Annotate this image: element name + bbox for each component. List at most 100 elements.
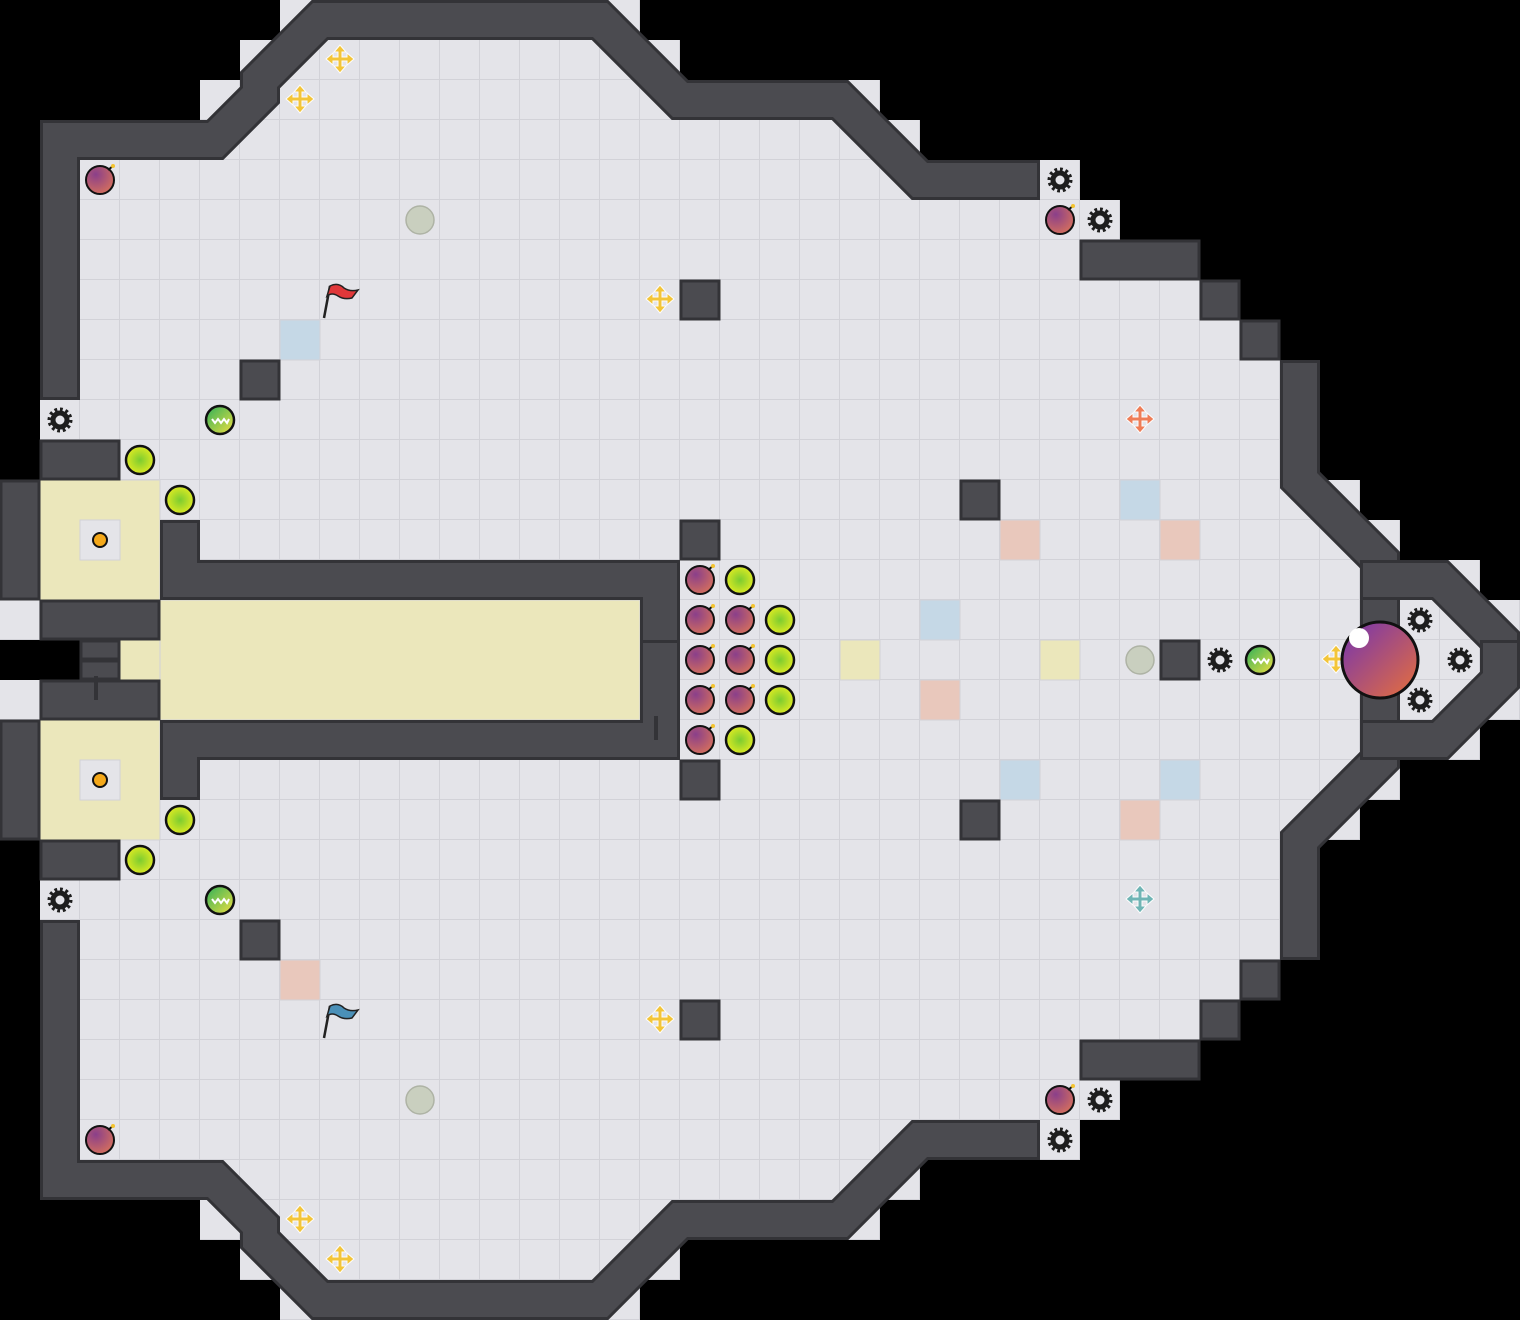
yellow-cross-icon — [645, 1004, 675, 1034]
wall-block — [1239, 959, 1281, 1001]
orange-dot-icon — [92, 532, 108, 548]
tile-layer — [39, 319, 1201, 1001]
bomb-icon — [85, 1124, 115, 1155]
blue-tile — [919, 599, 961, 641]
wall — [1283, 363, 1397, 677]
wall-block — [39, 839, 121, 881]
orange-dot-icon — [92, 772, 108, 788]
yellow-tile — [1039, 639, 1081, 681]
grey-marker — [405, 1085, 435, 1115]
bomb-icon — [1045, 204, 1075, 235]
wall — [163, 523, 677, 677]
teal-cross-icon — [1125, 884, 1155, 914]
red-cross-icon — [1125, 404, 1155, 434]
wall — [43, 3, 1037, 397]
gate-mark — [94, 676, 98, 700]
blue-tile — [279, 319, 321, 361]
pink-tile — [279, 959, 321, 1001]
gate-mark — [654, 716, 658, 740]
bomb-icon — [685, 724, 715, 755]
bomb-icon — [685, 564, 715, 595]
wall-block — [679, 759, 721, 801]
gear-icon — [47, 887, 73, 913]
yellow-cross-icon — [645, 284, 675, 314]
wall — [163, 643, 677, 797]
bomb-icon — [725, 604, 755, 635]
gear-icon — [1407, 687, 1433, 713]
yellow-zone — [159, 599, 641, 721]
yellow-ball-icon — [764, 604, 796, 636]
green-ball-icon — [1244, 644, 1276, 676]
wall — [1283, 643, 1397, 957]
pink-tile — [1159, 519, 1201, 561]
blue-tile — [1159, 759, 1201, 801]
gear-icon — [47, 407, 73, 433]
wall-block — [1199, 999, 1241, 1041]
entity-layer — [47, 44, 1473, 1274]
bomb-icon — [725, 644, 755, 675]
wall-block — [79, 639, 121, 661]
yellow-ball-icon — [724, 724, 756, 756]
bomb-icon — [685, 644, 715, 675]
yellow-zone — [119, 639, 161, 681]
wall-block — [79, 659, 121, 681]
bomb-icon — [725, 684, 755, 715]
yellow-cross-icon — [285, 84, 315, 114]
yellow-cross-icon — [325, 1244, 355, 1274]
gear-icon — [1087, 207, 1113, 233]
wall-block — [0, 479, 41, 601]
wall-block — [1079, 1039, 1201, 1081]
gear-icon — [1087, 1087, 1113, 1113]
blue-tile — [1119, 479, 1161, 521]
wall — [1363, 643, 1517, 757]
bomb-icon — [1045, 1084, 1075, 1115]
wall-block — [1239, 319, 1281, 361]
wall-block — [959, 479, 1001, 521]
grey-marker — [1125, 645, 1155, 675]
yellow-cross-icon — [325, 44, 355, 74]
void-gap — [0, 640, 80, 680]
bomb-icon — [685, 684, 715, 715]
green-ball-icon — [204, 884, 236, 916]
wall-block — [0, 719, 41, 841]
pink-tile — [1119, 799, 1161, 841]
yellow-ball-icon — [164, 804, 196, 836]
gear-icon — [1207, 647, 1233, 673]
yellow-ball-icon — [124, 844, 156, 876]
wall-block — [679, 279, 721, 321]
wall-block — [1079, 239, 1201, 281]
yellow-cross-icon — [285, 1204, 315, 1234]
yellow-ball-icon — [764, 684, 796, 716]
wall-block — [39, 439, 121, 481]
yellow-ball-icon — [764, 644, 796, 676]
gear-icon — [1407, 607, 1433, 633]
green-ball-icon — [204, 404, 236, 436]
bomb-icon — [685, 604, 715, 635]
red-flag-icon — [322, 283, 360, 319]
wall — [43, 923, 1037, 1317]
wall-block — [1159, 639, 1201, 681]
gear-icon — [1047, 1127, 1073, 1153]
grey-marker — [405, 205, 435, 235]
gear-icon — [1047, 167, 1073, 193]
yellow-tile — [839, 639, 881, 681]
wall-block — [959, 799, 1001, 841]
yellow-ball-icon — [124, 444, 156, 476]
portal-tile — [79, 759, 121, 801]
blue-flag-icon — [322, 1003, 360, 1039]
pink-tile — [919, 679, 961, 721]
bomb-icon — [85, 164, 115, 195]
wall-block — [1199, 279, 1241, 321]
wall-block — [679, 519, 721, 561]
wall-block — [239, 359, 281, 401]
player-ball-icon — [1340, 620, 1420, 700]
gear-icon — [1447, 647, 1473, 673]
pink-tile — [999, 519, 1041, 561]
yellow-ball-icon — [164, 484, 196, 516]
yellow-ball-icon — [724, 564, 756, 596]
